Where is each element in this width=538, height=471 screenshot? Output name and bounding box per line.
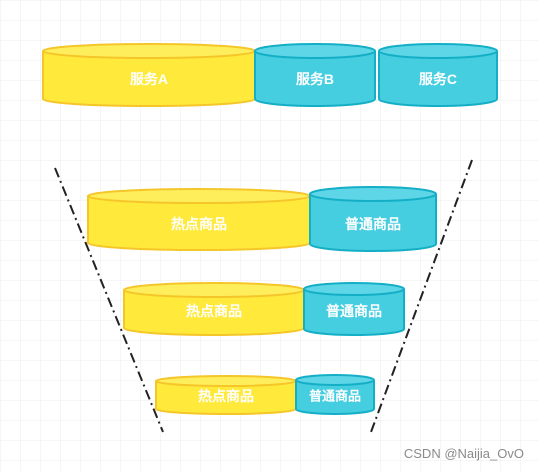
tier2-normal-cylinder: 普通商品 [303,282,405,336]
tier3-normal-label: 普通商品 [309,389,361,404]
service-a-label: 服务A [130,71,168,87]
watermark: CSDN @Naijia_OvO [403,446,524,461]
tier2-hot-label: 热点商品 [186,303,242,319]
service-a-cylinder: 服务A [42,43,256,107]
service-b-cylinder: 服务B [254,43,376,107]
tier3-hot-cylinder: 热点商品 [155,375,297,415]
tier1-normal-label: 普通商品 [345,216,401,232]
service-c-label: 服务C [419,71,457,87]
tier1-hot-label: 热点商品 [171,216,227,232]
tier2-hot-cylinder: 热点商品 [123,282,305,336]
funnel-right-line [370,159,473,433]
tier1-normal-cylinder: 普通商品 [309,186,437,252]
tier3-hot-label: 热点商品 [198,388,254,404]
funnel-left-line [54,167,164,433]
service-c-cylinder: 服务C [378,43,498,107]
tier3-normal-cylinder: 普通商品 [295,374,375,415]
service-b-label: 服务B [296,71,334,87]
tier2-normal-label: 普通商品 [326,303,382,319]
tier1-hot-cylinder: 热点商品 [87,188,311,251]
